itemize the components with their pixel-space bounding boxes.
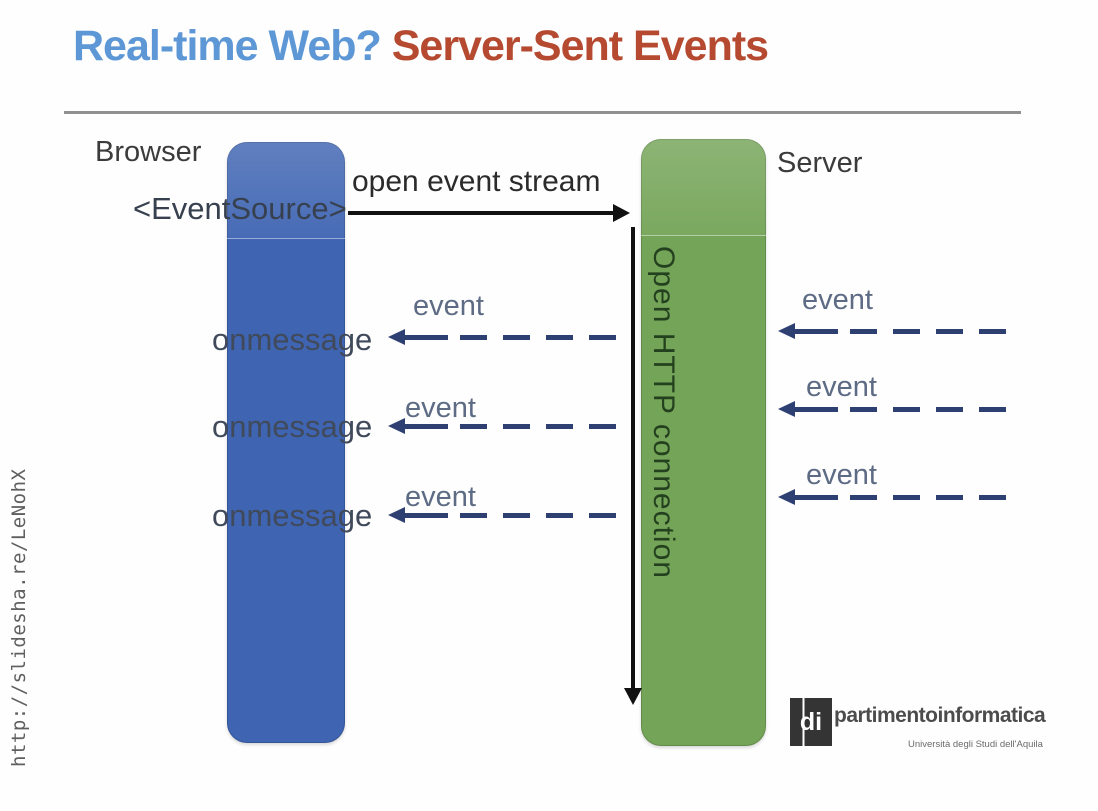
title-realtime-web: Real-time Web? (73, 22, 382, 70)
right-event-arrowhead-icon-2 (778, 401, 795, 417)
onmessage-label-3: onmessage (212, 498, 373, 533)
department-logo-subtitle: Università degli Studi dell'Aquila (908, 739, 1043, 750)
watermark-url: http://slidesha.re/LeNohX (8, 468, 30, 768)
open-stream-arrow (348, 204, 630, 222)
right-event-arrow-3 (778, 489, 1022, 505)
title-server-sent-events: Server-Sent Events (391, 22, 769, 70)
left-event-arrowhead-icon-1 (388, 329, 405, 345)
browser-label: Browser (95, 136, 202, 168)
slide-title: Real-time Web? Server-Sent Events (73, 22, 769, 71)
right-event-label-1: event (802, 284, 873, 316)
open-stream-arrow-line (348, 211, 614, 215)
left-event-arrow-2 (388, 418, 630, 434)
right-event-arrow-2 (778, 401, 1022, 417)
open-event-stream-label: open event stream (352, 165, 601, 198)
left-event-label-3: event (405, 481, 476, 513)
http-connection-arrow-line (631, 227, 635, 689)
right-event-label-2: event (806, 371, 877, 403)
open-stream-arrowhead-icon (613, 204, 630, 222)
server-label: Server (777, 147, 863, 179)
left-event-arrow-1 (388, 329, 630, 345)
server-lifeline-gloss (641, 139, 766, 236)
onmessage-label-1: onmessage (212, 322, 373, 357)
http-connection-arrowhead-icon (624, 688, 642, 705)
right-event-arrow-1 (778, 323, 1022, 339)
eventsource-label: <EventSource> (133, 191, 347, 226)
department-logo-name: partimentoinformatica (834, 704, 1046, 727)
right-event-arrowhead-icon-3 (778, 489, 795, 505)
left-event-arrowhead-icon-3 (388, 507, 405, 523)
left-event-arrowhead-icon-2 (388, 418, 405, 434)
onmessage-label-2: onmessage (212, 409, 373, 444)
title-divider (64, 111, 1021, 114)
browser-lifeline-gloss (227, 142, 345, 239)
browser-lifeline (227, 142, 345, 743)
department-logo-icon: di (790, 698, 832, 746)
left-event-label-1: event (413, 290, 484, 322)
right-event-label-3: event (806, 459, 877, 491)
http-connection-arrow (624, 227, 642, 705)
http-connection-label: Open HTTP connection (647, 246, 680, 579)
right-event-arrowhead-icon-1 (778, 323, 795, 339)
left-event-arrow-3 (388, 507, 630, 523)
server-lifeline (641, 139, 766, 746)
left-event-label-2: event (405, 392, 476, 424)
